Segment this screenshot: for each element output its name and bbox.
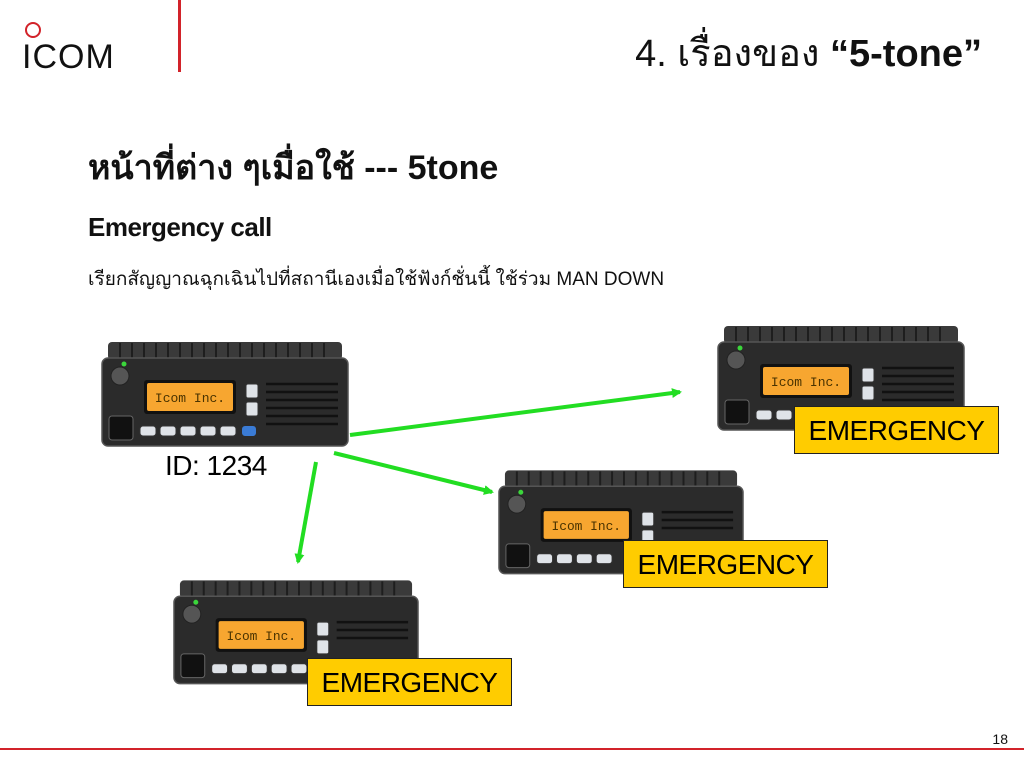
target-radio-2-display-text: Icom Inc. [552, 519, 622, 534]
emergency-badge-3: EMERGENCY [307, 658, 512, 706]
source-radio-display-text: Icom Inc. [155, 391, 225, 406]
section-heading: หน้าที่ต่าง ๆเมื่อใช้ --- 5tone [88, 149, 499, 187]
emergency-badge-2: EMERGENCY [623, 540, 828, 588]
target-radio-3-display-text: Icom Inc. [227, 629, 297, 644]
logo-text: ICOM [22, 38, 115, 76]
arrow-to-target-2 [333, 451, 494, 495]
icom-logo: ICOM [22, 20, 132, 80]
page-number: 18 [992, 731, 1008, 747]
header-divider [178, 0, 181, 72]
logo-ring-icon [25, 22, 41, 38]
source-radio: Icom Inc. [100, 340, 350, 448]
emergency-badge-1: EMERGENCY [794, 406, 999, 454]
footer-divider [0, 748, 1024, 750]
source-id-label: ID: 1234 [165, 450, 267, 481]
slide-title-prefix: 4. เรื่องของ [635, 33, 830, 75]
target-radio-1-display-text: Icom Inc. [771, 375, 841, 390]
section-subheading: Emergency call [88, 212, 272, 242]
section-description: เรียกสัญญาณฉุกเฉินไปที่สถานีเองเมื่อใช้ฟ… [88, 269, 665, 290]
arrow-to-target-3 [294, 461, 318, 564]
slide-title-quoted: “5-tone” [830, 33, 982, 75]
slide-title: 4. เรื่องของ “5-tone” [635, 22, 982, 83]
arrow-to-target-1 [349, 388, 682, 437]
